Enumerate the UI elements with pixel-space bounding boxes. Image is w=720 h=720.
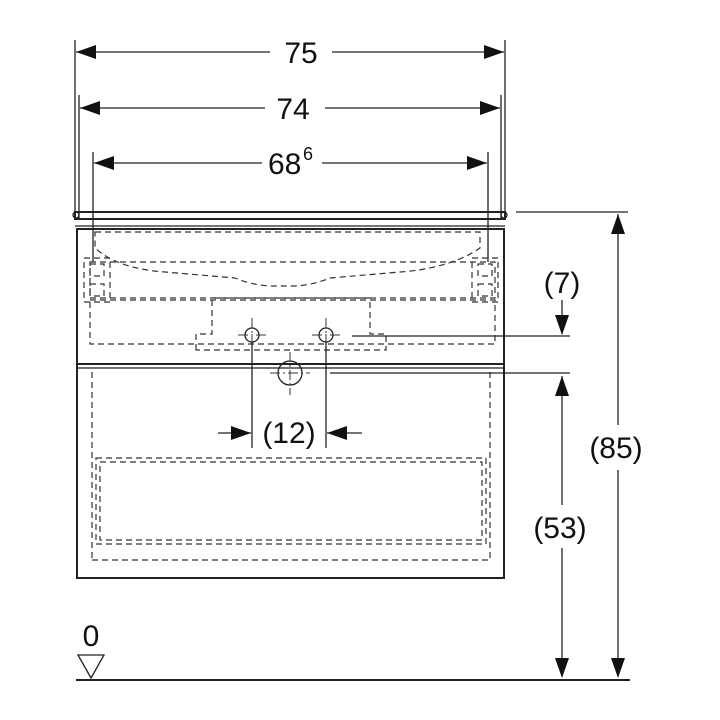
dimension-tap-spacing: (12): [218, 342, 362, 450]
dimension-overall-width: 75: [74, 37, 506, 218]
tap-spacing-label: (12): [262, 417, 315, 450]
drain-spacing-label: 68: [268, 148, 301, 181]
dimension-drain-spacing: 68 6: [92, 144, 489, 262]
washbasin: [72, 211, 508, 287]
arrow-left: [80, 101, 100, 115]
total-height-label: (85): [589, 432, 642, 465]
siphon-height-label: (53): [533, 512, 586, 545]
overall-width-label: 75: [284, 37, 317, 70]
tap-holes: [238, 318, 340, 395]
floor-level-label: 0: [83, 620, 100, 653]
drain-spacing-superscript: 6: [303, 144, 313, 164]
dimension-tap-offset: (7): [352, 267, 581, 337]
dimension-total-height: (85): [516, 211, 643, 678]
arrow-right: [467, 156, 487, 170]
cabinet: [76, 228, 505, 579]
arrow-down: [555, 658, 569, 678]
bracket-right: [471, 257, 499, 303]
arrow-up: [611, 214, 625, 234]
arrow-left: [76, 45, 96, 59]
floor-line: 0: [76, 620, 630, 681]
arrow-up: [555, 376, 569, 396]
cabinet-width-label: 74: [276, 93, 309, 126]
tap-offset-label: (7): [544, 267, 581, 300]
bracket-left: [83, 257, 111, 303]
arrow-down: [611, 658, 625, 678]
arrow-down: [555, 315, 569, 335]
arrow-right: [480, 101, 500, 115]
arrow-right: [231, 426, 251, 440]
arrow-left: [327, 426, 347, 440]
arrow-left: [94, 156, 114, 170]
floor-level-marker: [76, 654, 106, 680]
arrow-right: [484, 45, 504, 59]
dimension-cabinet-width: 74: [78, 93, 502, 218]
dimension-siphon-height: (53): [330, 372, 587, 678]
